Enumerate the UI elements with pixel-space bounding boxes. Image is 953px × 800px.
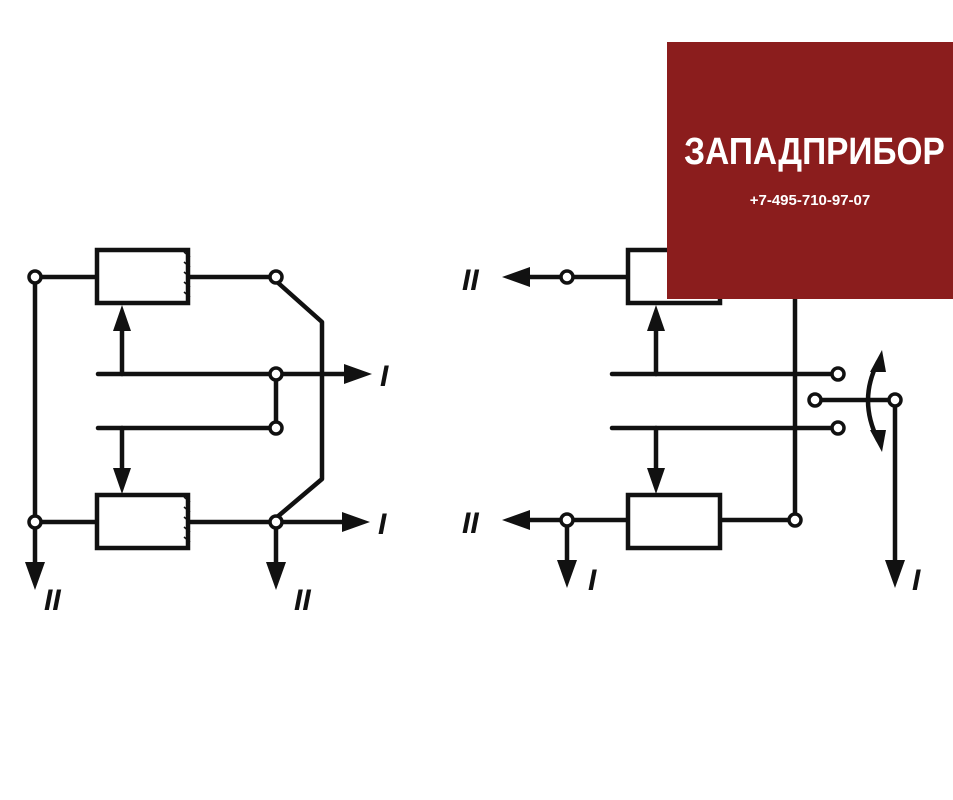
hatch-bottom-left: [183, 496, 191, 543]
logo-phone: +7-495-710-97-07: [749, 192, 871, 209]
right-scheme: II II I I: [462, 247, 921, 597]
company-logo: ЗАПАДПРИБОР +7-495-710-97-07: [667, 42, 953, 299]
label-left-bottom-I: I: [378, 508, 387, 541]
terminal: [887, 392, 903, 408]
label-right-selector-I: I: [912, 564, 921, 597]
terminal: [830, 366, 846, 382]
label-left-II-b: II: [294, 584, 311, 617]
block-bottom-right: [625, 492, 723, 551]
terminal: [27, 269, 43, 285]
label-right-bottom-II: II: [462, 507, 479, 540]
logo-name: ЗАПАДПРИБОР: [684, 131, 945, 173]
hatch-top-left: [183, 251, 191, 298]
label-left-mid-I: I: [380, 360, 389, 393]
terminal: [559, 512, 575, 528]
terminal: [807, 392, 823, 408]
terminal: [830, 420, 846, 436]
terminal: [268, 514, 284, 530]
label-right-bottom-I: I: [588, 564, 597, 597]
terminal: [268, 420, 284, 436]
left-scheme: I I II II: [25, 247, 389, 617]
terminal: [559, 269, 575, 285]
terminal: [787, 512, 803, 528]
block-bottom-left: [94, 492, 191, 551]
terminal: [27, 514, 43, 530]
terminal: [268, 366, 284, 382]
terminal: [268, 269, 284, 285]
block-top-left: [94, 247, 191, 306]
label-right-top-II: II: [462, 264, 479, 297]
label-left-II-a: II: [44, 584, 61, 617]
